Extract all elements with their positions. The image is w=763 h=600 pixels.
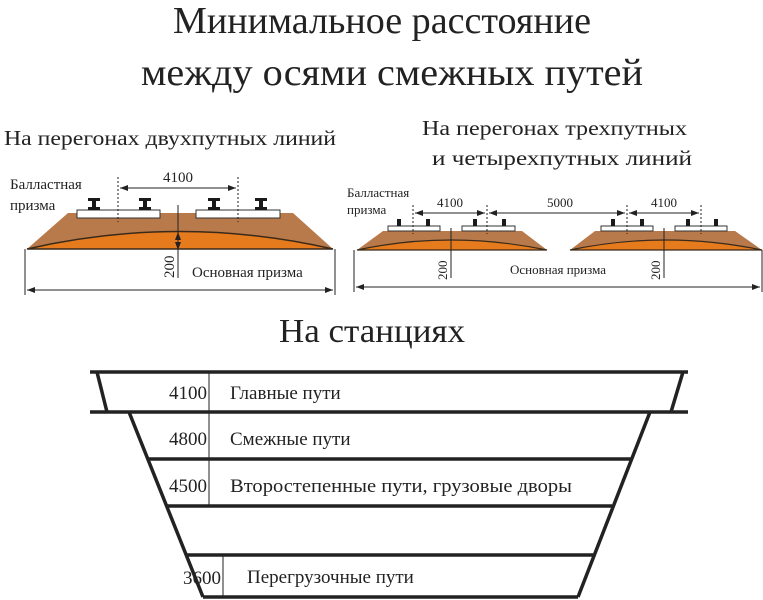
title-line-1: Минимальное расстояние (173, 0, 591, 42)
rail-icons (397, 219, 718, 226)
multi-track-diagram: На перегонах трехпутных и четырехпутных … (347, 116, 763, 292)
row-label: Главные пути (230, 383, 341, 404)
ballast-label-2: призма (347, 202, 387, 217)
subgrade-label: Основная призма (192, 265, 303, 281)
title-line-2: между осями смежных путей (141, 52, 643, 94)
row-label: Второстепенные пути, грузовые дворы (230, 476, 572, 497)
ballast-label-1: Балластная (347, 185, 409, 200)
row-value: 3600 (183, 568, 221, 589)
rail-icons (88, 198, 267, 210)
spacing-2: 5000 (547, 195, 573, 210)
double-track-diagram: На перегонах двухпутных линий Балластная… (4, 126, 336, 295)
depth-200: 200 (435, 261, 450, 281)
row-value: 4100 (169, 383, 207, 404)
row-value: 4800 (169, 429, 207, 450)
stations-heading: На станциях (279, 313, 465, 350)
row-label: Перегрузочные пути (247, 567, 414, 588)
subgrade-top (26, 230, 334, 250)
ballast-label-1: Балластная (10, 177, 82, 193)
row-value: 4500 (169, 476, 207, 497)
multi-track-heading-1: На перегонах трехпутных (422, 116, 688, 140)
ballast-label-2: призма (10, 198, 56, 214)
stations-diagram: На станциях 4100 Главные пути 4800 Смежн… (90, 313, 688, 599)
spacing-4100: 4100 (163, 170, 193, 186)
double-track-heading: На перегонах двухпутных линий (4, 126, 336, 150)
subgrade-label: Основная призма (510, 262, 606, 277)
depth-200: 200 (162, 256, 178, 279)
spacing-1: 4100 (437, 195, 463, 210)
multi-track-heading-2: и четырехпутных линий (432, 146, 692, 170)
spacing-3: 4100 (651, 195, 677, 210)
depth-200: 200 (648, 261, 663, 281)
row-label: Смежные пути (230, 429, 351, 450)
